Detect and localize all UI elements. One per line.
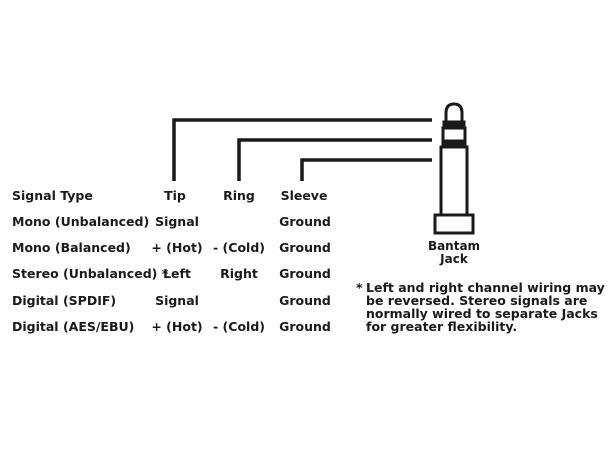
footnote-line-3: normally wired to separate Jacks bbox=[366, 306, 598, 321]
jack-label: Bantam Jack bbox=[424, 240, 484, 266]
row-tip-value: + (Hot) bbox=[151, 240, 203, 255]
jack-label-line-1: Bantam bbox=[427, 239, 481, 253]
header-signal-type: Signal Type bbox=[12, 188, 93, 203]
row-signal-type: Mono (Unbalanced) bbox=[12, 214, 150, 229]
row-ring-value: - (Cold) bbox=[213, 319, 265, 334]
tip-connector-line bbox=[172, 118, 432, 181]
row-tip-value: Signal bbox=[155, 214, 199, 229]
header-sleeve: Sleeve bbox=[280, 188, 328, 203]
plug-sleeve bbox=[439, 145, 469, 217]
plug-body bbox=[433, 213, 475, 235]
row-tip-value: Signal bbox=[155, 293, 199, 308]
plug-ring bbox=[441, 126, 467, 143]
row-tip-value: Left bbox=[163, 266, 191, 281]
footnote: * Left and right channel wiring may be r… bbox=[356, 280, 605, 334]
row-signal-type: Mono (Balanced) bbox=[12, 240, 131, 255]
row-signal-type: Stereo (Unbalanced) * bbox=[12, 266, 169, 281]
row-sleeve-value: Ground bbox=[279, 266, 331, 281]
connector-lines bbox=[172, 118, 432, 181]
header-ring: Ring bbox=[223, 188, 255, 203]
row-sleeve-value: Ground bbox=[279, 214, 331, 229]
footnote-line-1: Left and right channel wiring may bbox=[366, 280, 605, 295]
footnote-asterisk: * bbox=[356, 280, 363, 295]
plug-tip bbox=[444, 102, 464, 124]
footnote-line-2: be reversed. Stereo signals are bbox=[366, 293, 588, 308]
header-tip: Tip bbox=[164, 188, 186, 203]
bantam-plug-icon bbox=[433, 102, 475, 235]
row-sleeve-value: Ground bbox=[279, 293, 331, 308]
jack-label-line-2: Jack bbox=[440, 252, 468, 266]
row-signal-type: Digital (SPDIF) bbox=[12, 293, 117, 308]
row-sleeve-value: Ground bbox=[279, 240, 331, 255]
ring-connector-line bbox=[237, 138, 432, 181]
row-sleeve-value: Ground bbox=[279, 319, 331, 334]
row-ring-value: Right bbox=[220, 266, 258, 281]
footnote-line-4: for greater flexibility. bbox=[366, 319, 518, 334]
sleeve-connector-line bbox=[300, 158, 432, 181]
row-signal-type: Digital (AES/EBU) bbox=[12, 319, 135, 334]
row-tip-value: + (Hot) bbox=[151, 319, 203, 334]
row-ring-value: - (Cold) bbox=[213, 240, 265, 255]
